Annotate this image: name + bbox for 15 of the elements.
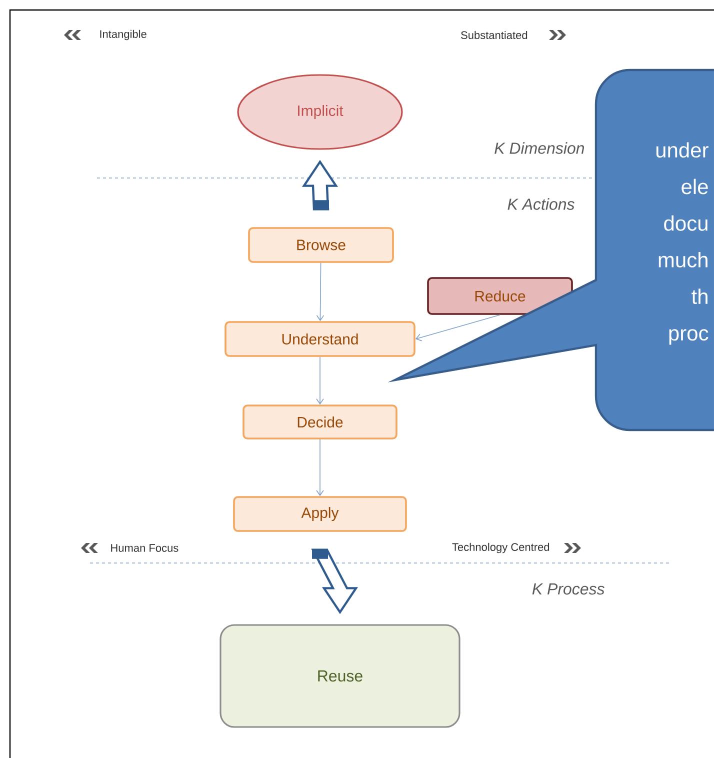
ellipse-node: Implicit: [237, 74, 403, 150]
arrow: [316, 262, 324, 322]
axis-label: Intangible: [100, 30, 146, 40]
axis-label: Human Focus: [111, 544, 178, 552]
axis-label: K Process: [532, 583, 604, 595]
step-box: Decide: [242, 404, 398, 440]
step-box: Browse: [248, 227, 394, 263]
axis-label: Substantiated: [461, 30, 528, 40]
arrow: [316, 356, 324, 405]
axis-label: Technology Centred: [452, 542, 550, 554]
process-box: Reuse: [220, 624, 460, 728]
block-arrow: [302, 160, 338, 210]
step-box: Apply: [233, 496, 407, 532]
step-box: Understand: [224, 321, 416, 357]
arrow: [316, 439, 324, 496]
